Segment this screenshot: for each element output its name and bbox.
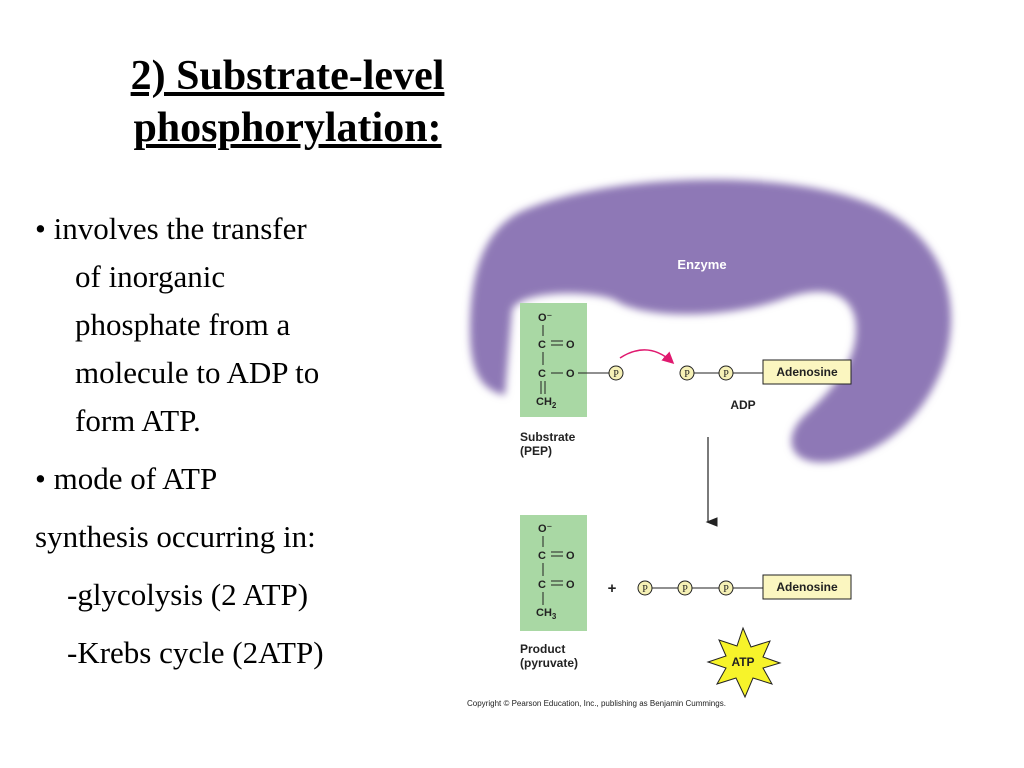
sub-item-krebs: -Krebs cycle (2ATP) (67, 635, 324, 670)
plus-sign: + (608, 580, 617, 597)
substrate-phosphate (608, 365, 624, 381)
substrate-atom-o2: O (566, 368, 575, 380)
slide-title: 2) Substrate-level phosphorylation: (0, 50, 575, 154)
product-label-line-1: Product (520, 642, 565, 656)
copyright-notice: Copyright © Pearson Education, Inc., pub… (467, 699, 726, 708)
substrate-atom-ch: CH2 (536, 396, 557, 410)
title-line-1: 2) Substrate-level (130, 53, 445, 99)
bullet-mode: • mode of ATP (35, 461, 218, 496)
adp-adenosine-label: Adenosine (776, 365, 838, 379)
atp-phosphate-2-label: P (682, 584, 688, 595)
bullet-transfer-line-5: form ATP. (75, 403, 201, 438)
product-atom-ch: CH3 (536, 607, 557, 621)
substrate-atom-c1: C (538, 339, 546, 351)
enzyme-shape (470, 179, 952, 463)
phosphate-transfer-arrow (619, 349, 675, 365)
substrate-atom-o-minus: O⁻ (538, 312, 553, 324)
title-line-2: phosphorylation: (133, 105, 442, 151)
product-box (520, 515, 587, 631)
product-atom-o-minus: O⁻ (538, 523, 553, 535)
enzyme-label: Enzyme (677, 257, 726, 272)
adp-phosphate-2-label: P (723, 369, 729, 380)
atp-adenosine-box (762, 574, 852, 600)
adp-label: ADP (730, 398, 755, 412)
product-atom-c2: C (538, 579, 546, 591)
substrate-label-line-1: Substrate (520, 430, 576, 444)
product-atom-o1: O (566, 550, 575, 562)
bullet-mode-continued: synthesis occurring in: (35, 519, 316, 554)
product-atom-c1: C (538, 550, 546, 562)
bullet-transfer: • involves the transfer of inorganic pho… (35, 205, 319, 445)
atp-phosphate-1-label: P (642, 584, 648, 595)
sub-item-glycolysis: -glycolysis (2 ATP) (67, 577, 309, 612)
bullet-transfer-line-1: • involves the transfer (35, 211, 307, 246)
product-atom-o2: O (566, 579, 575, 591)
atp-adenosine-label: Adenosine (776, 580, 838, 594)
substrate-phosphate-label: P (613, 369, 619, 380)
substrate-label-line-2: (PEP) (520, 444, 552, 458)
bullet-transfer-line-4: molecule to ADP to (75, 355, 320, 390)
substrate-box (520, 303, 587, 417)
adp-adenosine-box (762, 359, 852, 385)
atp-starburst-label: ATP (731, 655, 754, 669)
bullet-transfer-line-2: of inorganic (75, 259, 226, 294)
bullet-transfer-line-3: phosphate from a (75, 307, 291, 342)
product-label-line-2: (pyruvate) (520, 656, 578, 670)
substrate-atom-c2: C (538, 368, 546, 380)
atp-phosphate-3-label: P (723, 584, 729, 595)
substrate-atom-o1: O (566, 339, 575, 351)
atp-starburst (706, 626, 782, 699)
adp-phosphate-1-label: P (684, 369, 690, 380)
